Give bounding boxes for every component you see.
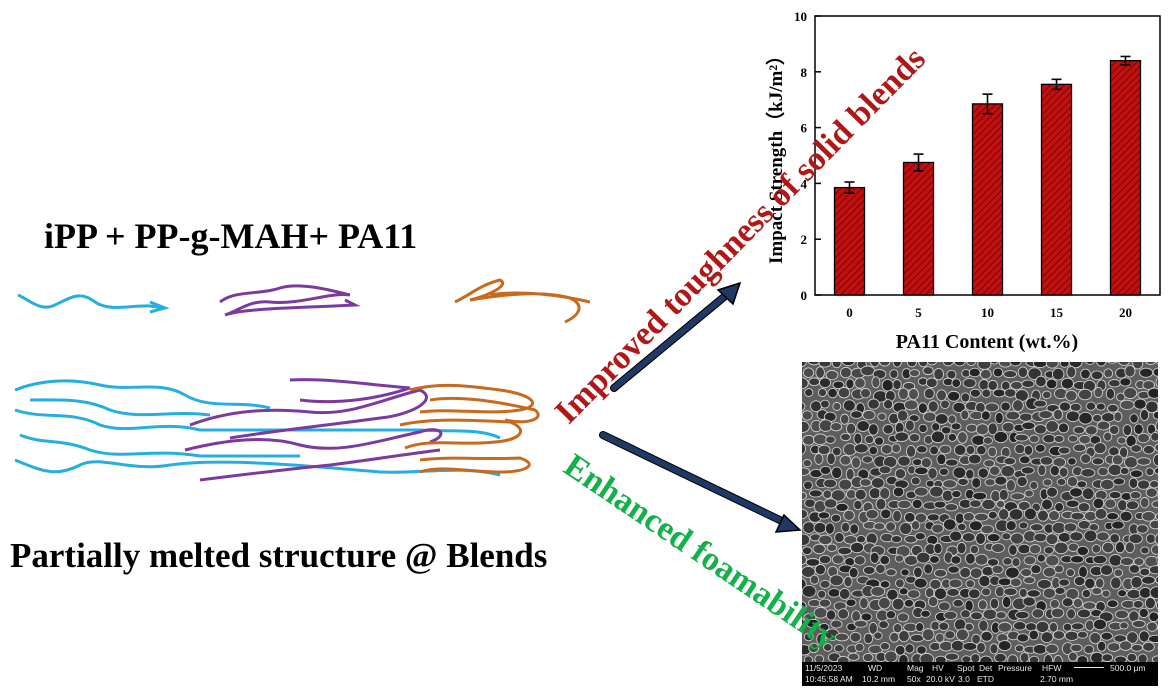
bar — [1109, 59, 1142, 296]
y-tick-label: 2 — [801, 232, 808, 247]
x-tick-label: 5 — [915, 305, 922, 320]
y-tick-label: 4 — [801, 176, 808, 191]
ipp-chain-3 — [19, 433, 300, 458]
ipp-chain-2 — [14, 408, 501, 440]
sem-info-bar: 11/5/2023 WD Mag HV Spot Det Pressure HF… — [802, 662, 1158, 686]
y-tick-label: 6 — [801, 121, 808, 136]
sem-mag-header: Mag — [907, 663, 924, 673]
arrow-to-chart — [610, 281, 742, 392]
y-axis-label: Impact Strength（kJ/m²） — [764, 46, 787, 264]
bar — [902, 161, 935, 296]
sem-time: 10:45:58 AM — [805, 674, 853, 684]
bar — [971, 103, 1004, 296]
bar — [1040, 83, 1073, 296]
polymer-chains-illustration — [14, 278, 591, 482]
pa11-chain-single — [454, 278, 591, 324]
sem-pressure-header: Pressure — [998, 663, 1033, 673]
structure-label: Partially melted structure @ Blends — [10, 536, 548, 575]
ipp-chain-1 — [14, 379, 271, 410]
x-tick-label: 10 — [981, 305, 994, 320]
x-tick-label: 0 — [846, 305, 853, 320]
bar — [833, 186, 866, 296]
sem-mag-value: 50x — [907, 674, 921, 684]
arrow-to-sem — [599, 431, 802, 533]
x-tick-label: 20 — [1119, 305, 1132, 320]
ppgmah-chain-2 — [184, 428, 443, 452]
y-tick-label: 10 — [794, 9, 807, 24]
sem-wd-value: 10.2 mm — [862, 674, 896, 684]
pa11-chain-2 — [399, 418, 523, 450]
pa11-chain-1 — [409, 383, 535, 414]
sem-hfw-value: 2.70 mm — [1040, 674, 1074, 684]
y-axis-ticks: 0 2 4 6 8 10 — [794, 9, 821, 303]
sem-det-value: ETD — [977, 674, 994, 684]
y-tick-label: 0 — [801, 288, 808, 303]
sem-spot-header: Spot — [957, 663, 975, 673]
ppgmah-chain-1 — [189, 388, 428, 440]
ppgmah-chain-single — [219, 284, 361, 317]
sem-spot-value: 3.0 — [958, 674, 970, 684]
x-tick-label: 15 — [1050, 305, 1064, 320]
sem-hv-value: 20.0 kV — [926, 674, 955, 684]
sem-scale-bar — [1074, 667, 1104, 668]
x-axis-label: PA11 Content (wt.%) — [896, 331, 1078, 353]
sem-hv-header: HV — [932, 663, 944, 673]
pa11-chain-3 — [419, 456, 531, 474]
y-tick-label: 8 — [801, 65, 808, 80]
bar-series — [833, 55, 1142, 296]
ipp-chain-single — [17, 293, 170, 314]
pa11-chain-4 — [429, 396, 540, 424]
sem-scale-label: 500.0 μm — [1110, 663, 1146, 673]
sem-det-header: Det — [979, 663, 993, 673]
ppgmah-chain-3 — [199, 448, 441, 482]
blend-formula-label: iPP + PP-g-MAH+ PA11 — [44, 216, 418, 256]
sem-micrograph — [802, 362, 1158, 686]
sem-hfw-header: HFW — [1042, 663, 1062, 673]
ppgmah-chain-4 — [289, 378, 411, 404]
ipp-chain-5 — [29, 398, 211, 417]
sem-wd-header: WD — [868, 663, 883, 673]
sem-date: 11/5/2023 — [805, 663, 843, 673]
